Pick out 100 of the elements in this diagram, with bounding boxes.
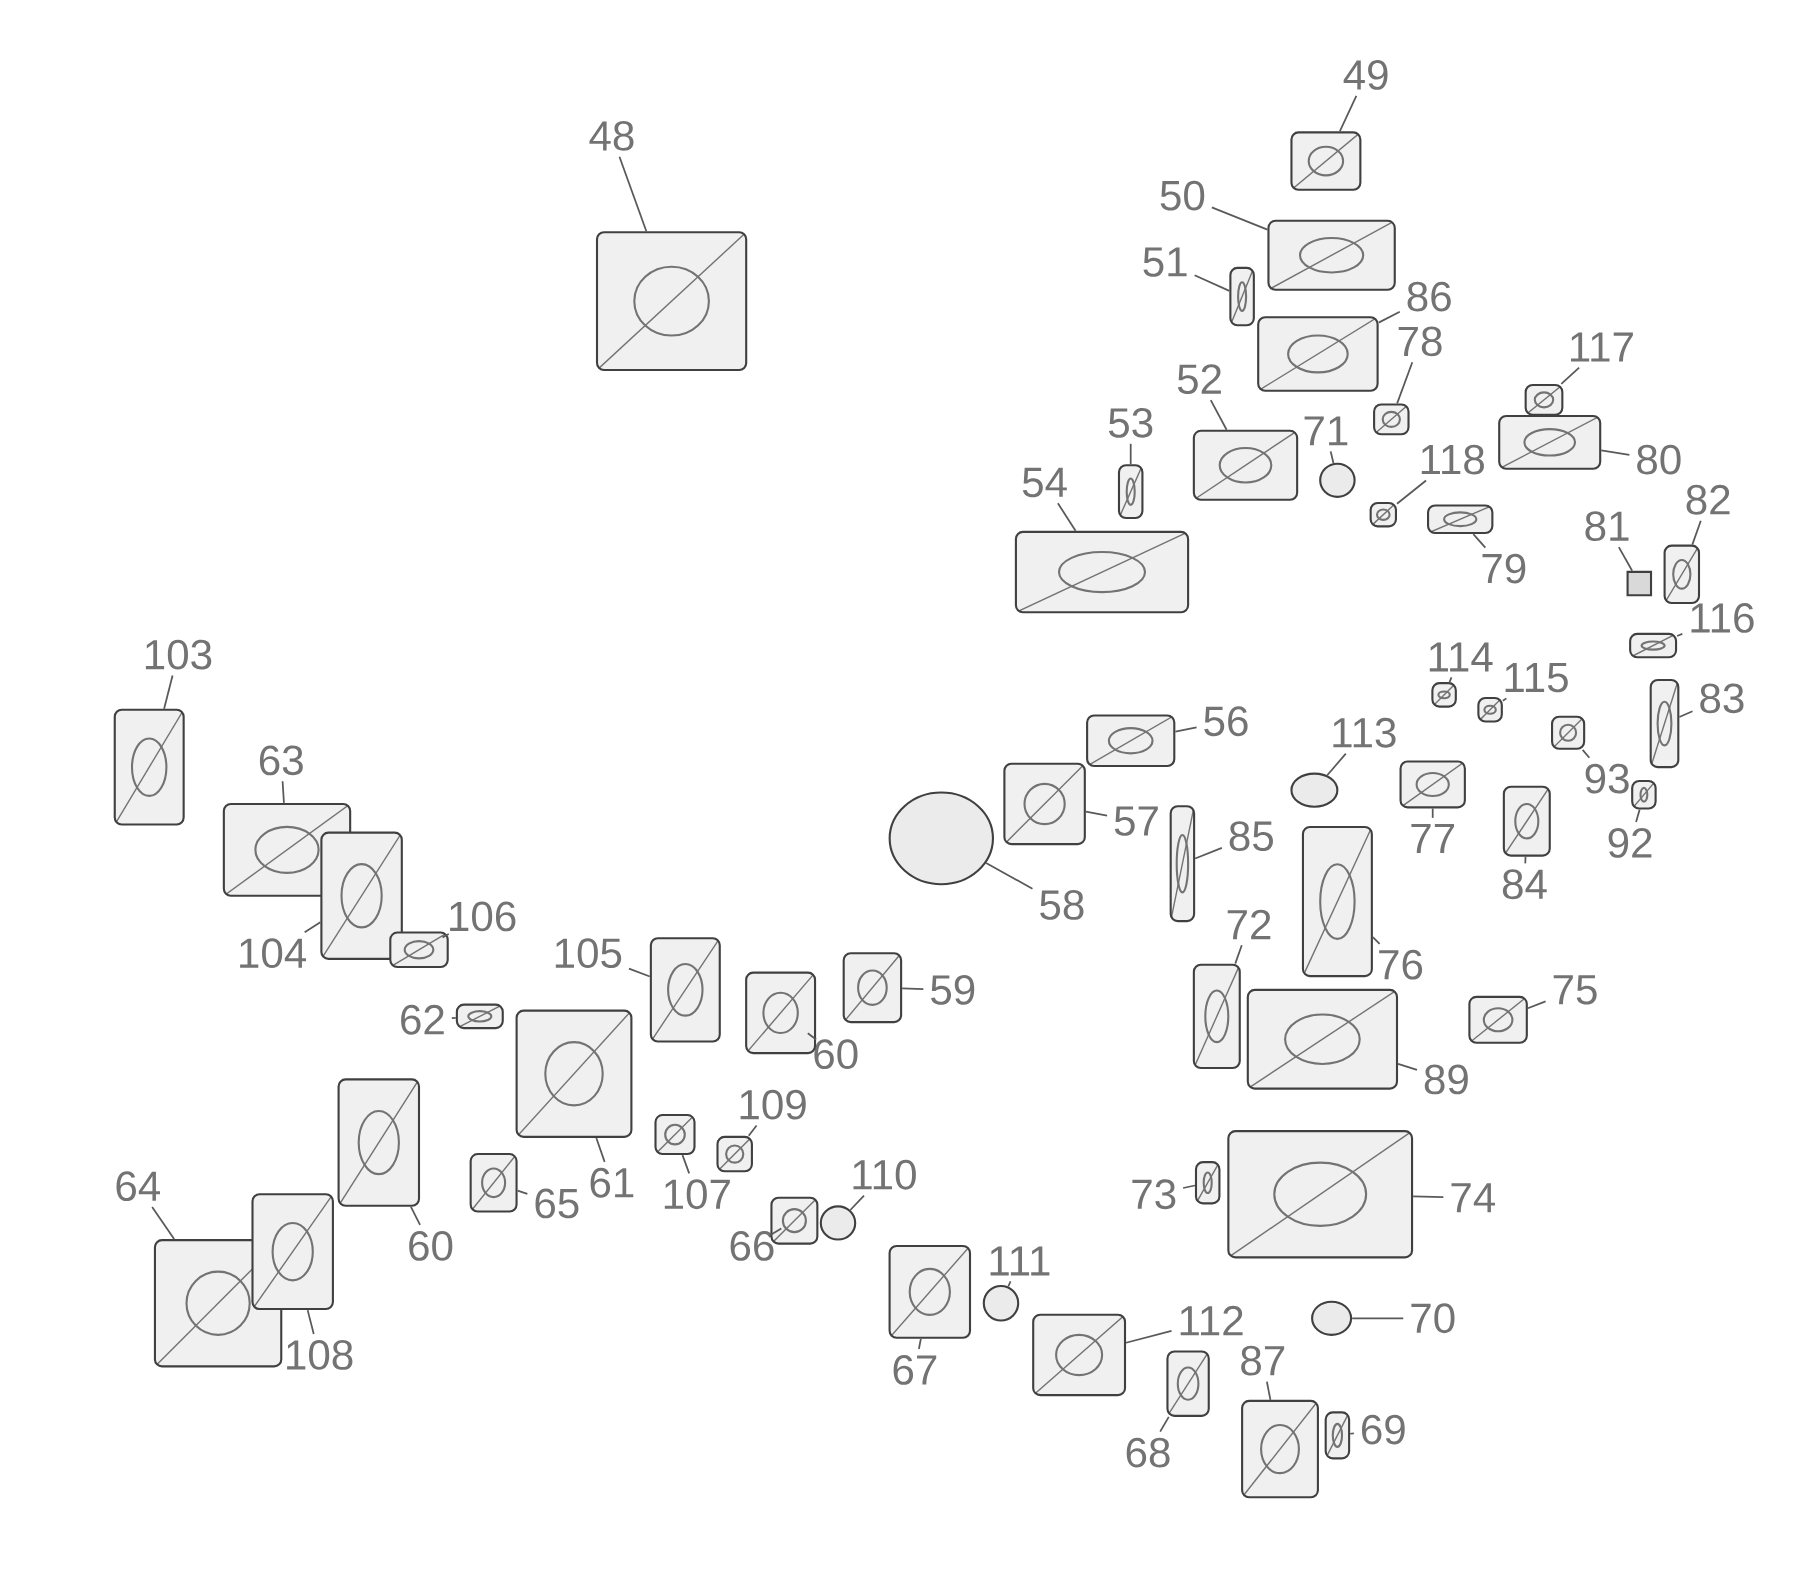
leader-line — [1560, 366, 1581, 385]
leader-line — [681, 1154, 691, 1175]
callout-number: 65 — [535, 1188, 579, 1219]
callout-number: 110 — [853, 1159, 916, 1190]
callout-number: 57 — [1114, 806, 1158, 836]
part-drawing — [515, 1009, 633, 1138]
part-drawing — [595, 231, 748, 372]
part-drawing — [1086, 714, 1176, 768]
callout-number: 106 — [450, 901, 516, 932]
callout-number: 89 — [1424, 1064, 1468, 1095]
part-drawing — [982, 1285, 1020, 1322]
callout-number: 60 — [814, 1039, 858, 1070]
part-drawing — [1014, 530, 1190, 614]
callout-number: 51 — [1143, 247, 1187, 277]
callout-number: 56 — [1204, 706, 1248, 737]
callout-number: 78 — [1398, 326, 1442, 357]
part-drawing — [1551, 715, 1586, 750]
part-drawing — [1431, 682, 1457, 708]
leader-line — [1007, 1280, 1012, 1288]
part-drawing — [1169, 805, 1196, 923]
callout-number: 76 — [1379, 949, 1423, 980]
callout-number: 83 — [1700, 683, 1744, 714]
leader-line — [281, 780, 285, 804]
leader-line — [1617, 546, 1634, 572]
leader-line — [516, 1189, 529, 1195]
part-drawing — [1399, 760, 1466, 809]
part-drawing — [1626, 570, 1653, 597]
callout-number: 61 — [590, 1167, 634, 1198]
leader-line — [618, 155, 648, 233]
leader-line — [1691, 519, 1702, 546]
callout-number: 70 — [1411, 1303, 1455, 1334]
leader-line — [410, 1205, 421, 1226]
callout-number: 79 — [1482, 553, 1526, 584]
leader-line — [1396, 361, 1414, 405]
callout-number: 87 — [1241, 1345, 1285, 1376]
callout-number: 115 — [1505, 663, 1568, 693]
callout-number: 103 — [145, 639, 212, 670]
callout-number: 81 — [1585, 511, 1629, 542]
leader-line — [1129, 442, 1132, 466]
part-drawing — [1301, 825, 1373, 978]
part-drawing — [1629, 632, 1678, 659]
part-drawing — [1117, 464, 1144, 520]
part-drawing — [337, 1078, 421, 1207]
leader-line — [1159, 1416, 1170, 1433]
part-drawing — [1241, 1399, 1319, 1499]
part-drawing — [1631, 779, 1657, 810]
part-drawing — [1229, 266, 1255, 327]
callout-number: 64 — [116, 1171, 160, 1202]
leader-line — [303, 921, 322, 934]
callout-number: 114 — [1429, 642, 1493, 672]
leader-line — [1502, 697, 1508, 702]
callout-number: 72 — [1227, 909, 1271, 940]
callout-number: 105 — [555, 938, 622, 969]
part-drawing — [1194, 1161, 1221, 1205]
part-drawing — [1290, 772, 1339, 808]
leader-line — [1397, 1062, 1418, 1071]
part-drawing — [1319, 462, 1356, 498]
part-drawing — [1498, 414, 1602, 470]
part-drawing — [1032, 1313, 1127, 1397]
callout-number: 104 — [240, 938, 307, 969]
leader-line — [1678, 710, 1694, 718]
part-drawing — [389, 931, 449, 969]
callout-number: 68 — [1126, 1437, 1170, 1468]
leader-line — [163, 674, 174, 710]
callout-number: 74 — [1451, 1183, 1495, 1213]
callout-number: 73 — [1132, 1179, 1176, 1210]
leader-line — [1194, 847, 1223, 860]
leader-line — [1526, 1000, 1547, 1010]
leader-line — [1396, 479, 1427, 505]
leader-line — [1351, 1317, 1405, 1320]
leader-line — [1431, 807, 1434, 819]
leader-line — [1581, 749, 1591, 759]
callout-number: 66 — [730, 1230, 774, 1261]
callout-number: 86 — [1407, 281, 1451, 312]
leader-line — [1524, 855, 1527, 865]
callout-number: 113 — [1333, 717, 1396, 748]
callout-number: 111 — [990, 1246, 1050, 1276]
part-drawing — [1246, 988, 1399, 1090]
leader-line — [1377, 310, 1401, 324]
callout-number: 58 — [1040, 890, 1084, 920]
callout-number: 52 — [1177, 364, 1221, 395]
callout-number: 53 — [1108, 407, 1153, 438]
part-drawing — [888, 1244, 972, 1339]
part-drawing — [1290, 131, 1362, 191]
leader-line — [1329, 450, 1335, 464]
leader-line — [1600, 449, 1631, 456]
leader-line — [901, 987, 925, 990]
leader-line — [1084, 810, 1108, 817]
callout-number: 54 — [1022, 467, 1067, 498]
callout-number: 117 — [1571, 332, 1633, 362]
part-drawing — [1192, 429, 1299, 501]
leader-line — [151, 1206, 175, 1240]
leader-line — [1210, 206, 1269, 231]
part-drawing — [1003, 762, 1086, 846]
callout-number: 93 — [1585, 763, 1629, 794]
callout-number: 109 — [740, 1089, 806, 1120]
part-drawing — [649, 937, 721, 1043]
part-drawing — [842, 952, 903, 1024]
part-drawing — [654, 1114, 696, 1156]
part-drawing — [1257, 316, 1379, 392]
